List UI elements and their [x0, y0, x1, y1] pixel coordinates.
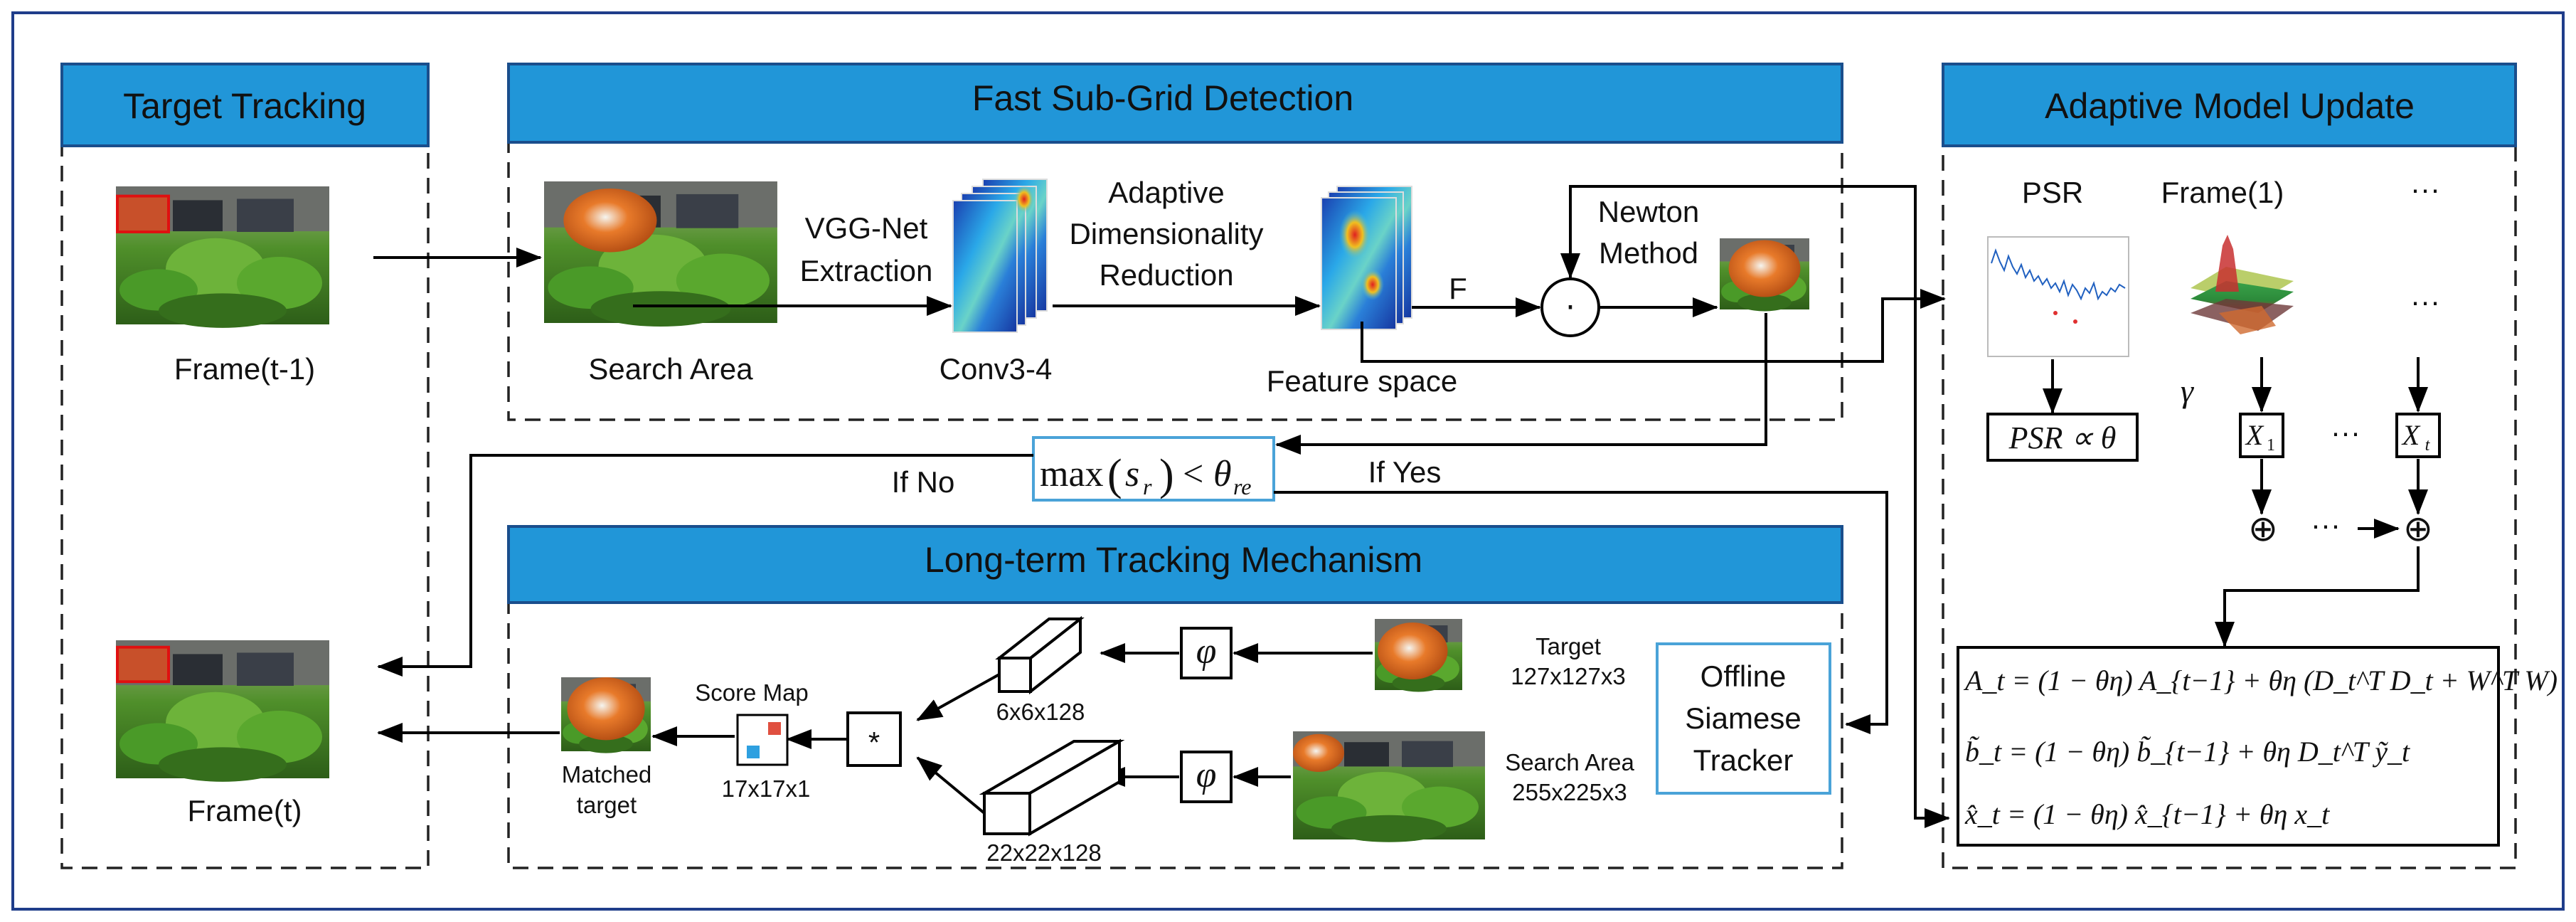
siamese-label-line3: Tracker	[1693, 743, 1794, 777]
frame-cur-label: Frame(t)	[188, 794, 302, 827]
frame1-label: Frame(1)	[2161, 176, 2284, 209]
x1-box	[2239, 413, 2284, 458]
matched-label-line2: target	[577, 792, 637, 818]
fast-subgrid-panel: Fast Sub-Grid Detection Search Area VGG-…	[507, 63, 1946, 421]
siamese-tracker-box	[1656, 642, 1831, 795]
equation-a: A_t = (1 − θη) A_{t−1} + θη (D_t^T D_t +…	[1963, 664, 2558, 696]
section-title-adaptive-update: Adaptive Model Update	[2045, 86, 2415, 126]
x-dots: ···	[2331, 415, 2361, 449]
xt-label: X	[2401, 419, 2421, 451]
decision-lt: <	[1183, 454, 1203, 494]
decision-s-sub: r	[1143, 474, 1152, 499]
cuboid-small-label: 6x6x128	[996, 699, 1085, 725]
dot-symbol: ⋅	[1565, 290, 1575, 325]
search-label-line1: Search Area	[1505, 749, 1634, 775]
cuboid-large	[979, 738, 1125, 837]
psr-label: PSR	[2022, 176, 2083, 209]
search-area-label: Search Area	[588, 352, 753, 386]
matched-target-image	[561, 677, 651, 753]
arrow-if-no	[377, 454, 1033, 677]
section-title-fast-subgrid: Fast Sub-Grid Detection	[972, 78, 1353, 118]
score-dims-label: 17x17x1	[722, 775, 811, 802]
newton-result-image	[1720, 238, 1809, 312]
gamma-symbol: γ	[2181, 373, 2195, 409]
feature-space-stack	[1321, 186, 1412, 330]
search-patch-image	[1293, 731, 1485, 842]
frame-prev-label: Frame(t-1)	[174, 352, 315, 386]
oplus-left: ⊕	[2248, 509, 2278, 549]
vgg-label-line2: Extraction	[800, 254, 933, 287]
if-no-label: If No	[892, 465, 955, 499]
phi-bottom: φ	[1196, 755, 1217, 795]
adr-label-line2: Dimensionality	[1069, 217, 1263, 250]
vgg-label-line1: VGG-Net	[805, 211, 928, 245]
section-title-target-tracking: Target Tracking	[123, 86, 366, 126]
response-surface	[2191, 235, 2294, 334]
xt-box	[2395, 413, 2441, 458]
newton-label-line2: Method	[1599, 236, 1698, 270]
header-dots: ···	[2410, 172, 2440, 206]
x1-label: X	[2245, 419, 2264, 451]
feature-space-label: Feature space	[1267, 364, 1458, 398]
psr-prop: PSR ∝ θ	[2008, 420, 2117, 455]
conv-label: Conv3-4	[940, 352, 1053, 386]
outer-border	[11, 11, 2565, 911]
f-label: F	[1449, 272, 1467, 305]
equations-box	[1957, 646, 2500, 847]
equation-x: x̂_t = (1 − θη) x̂_{t−1} + θη x_t	[1964, 798, 2330, 830]
adr-label-line3: Reduction	[1099, 258, 1233, 292]
target-patch-image	[1375, 619, 1462, 692]
phi-box-bottom	[1180, 751, 1233, 803]
search-label-line2: 255x225x3	[1512, 779, 1627, 805]
decision-node: max ( s r ) < θ re If No If Yes	[377, 313, 1888, 734]
arrow-to-psr	[1361, 289, 1946, 363]
conv-feature-stack	[952, 179, 1048, 333]
surface-dots: ···	[2410, 285, 2440, 318]
svg-text:): )	[1159, 451, 1174, 499]
decision-max: max	[1040, 454, 1104, 494]
svg-text:(: (	[1107, 451, 1122, 499]
siamese-label-line1: Offline	[1701, 659, 1787, 693]
long-term-panel: Long-term Tracking Mechanism Target 127x…	[377, 525, 1843, 869]
target-label-line2: 127x127x3	[1511, 663, 1625, 689]
psr-prop-box	[1986, 413, 2139, 462]
arrow-if-yes	[1274, 491, 1888, 734]
psr-plot	[1987, 236, 2129, 357]
search-area-image	[544, 181, 777, 327]
siamese-label-line2: Siamese	[1685, 701, 1801, 735]
target-label-line1: Target	[1536, 633, 1601, 659]
section-title-long-term: Long-term Tracking Mechanism	[925, 540, 1422, 580]
frame-prev-image	[116, 186, 329, 328]
x1-sub: 1	[2267, 436, 2275, 455]
xt-sub: t	[2425, 436, 2431, 455]
decision-theta-sub: re	[1233, 474, 1251, 499]
phi-box-top	[1180, 627, 1233, 679]
score-map-label: Score Map	[695, 679, 809, 706]
correlation-box	[846, 711, 902, 767]
if-yes-label: If Yes	[1368, 455, 1442, 489]
target-tracking-panel: Target Tracking Frame(t-1) Frame(t)	[60, 63, 430, 869]
cuboid-large-label: 22x22x128	[986, 839, 1101, 866]
frame-cur-image	[116, 640, 329, 782]
newton-label-line1: Newton	[1598, 195, 1699, 228]
arrow-to-equations	[1914, 186, 1950, 828]
oplus-dots: ···	[2311, 508, 2341, 541]
oplus-right: ⊕	[2403, 509, 2433, 549]
correlation-star: *	[868, 726, 880, 759]
phi-top: φ	[1196, 631, 1217, 672]
decision-theta: θ	[1213, 454, 1232, 494]
score-map	[736, 714, 789, 766]
decision-s: s	[1125, 454, 1139, 494]
matched-label-line1: Matched	[562, 761, 652, 788]
equation-b: b̃_t = (1 − θη) b̃_{t−1} + θη D_t^T ỹ_t	[1965, 736, 2410, 768]
cuboid-small	[995, 615, 1085, 695]
adaptive-update-panel: Adaptive Model Update PSR Frame(1) ··· ·…	[1942, 63, 2558, 869]
adr-label-line1: Adaptive	[1108, 176, 1224, 209]
